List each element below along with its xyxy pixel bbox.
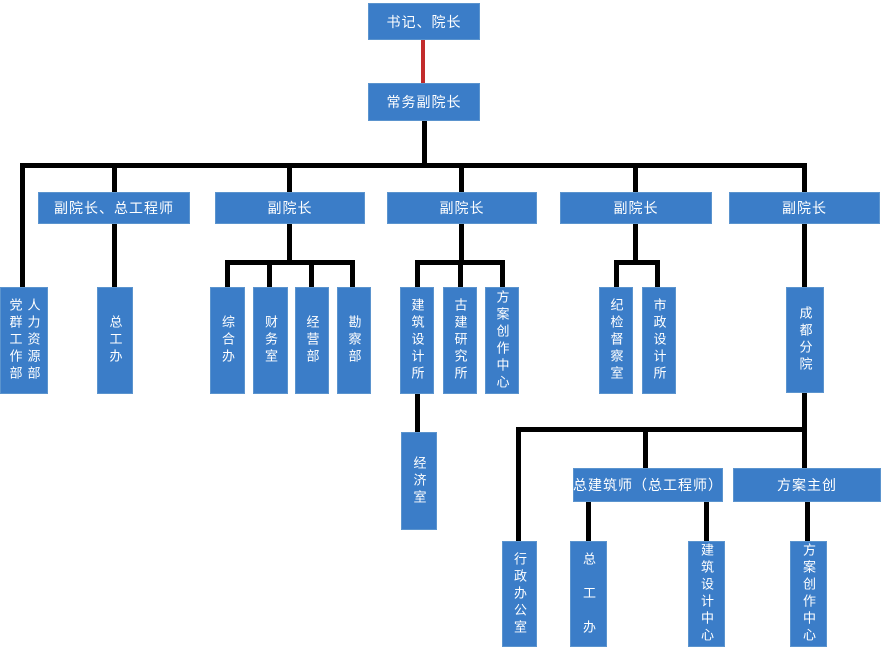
node-business-dept-label: 经营部 — [304, 315, 320, 366]
node-vice-dean-2-label: 副院长 — [267, 200, 313, 216]
connector-vd2-feeder — [287, 224, 292, 262]
node-chengdu-branch: 成都分院 — [786, 287, 824, 393]
connector-bus-vd4 — [614, 260, 660, 265]
node-finance-office-label: 财务室 — [263, 315, 278, 366]
node-vice-dean-5-label: 副院长 — [782, 200, 827, 216]
connector-bus-level2 — [20, 163, 807, 168]
node-ancient-architecture-institute-label: 古建研究所 — [452, 298, 468, 383]
node-vice-dean-5: 副院长 — [729, 192, 880, 224]
node-admin-office: 行政办公室 — [502, 541, 537, 647]
node-ancient-architecture-institute: 古建研究所 — [443, 287, 477, 394]
connector-chengdu-feeder — [802, 393, 807, 427]
node-finance-office: 财务室 — [253, 287, 288, 394]
connector-drop-admin-office — [516, 432, 521, 541]
node-discipline-inspection-office-label: 纪检督察室 — [608, 298, 624, 383]
node-municipal-design-institute-label: 市政设计所 — [651, 298, 667, 383]
node-economy-office-label: 经济室 — [411, 455, 427, 507]
node-party-masses-dept-label: 党群工作部 — [7, 298, 23, 383]
node-municipal-design-institute: 市政设计所 — [642, 287, 676, 394]
connector-drop-vice-dean-1 — [112, 168, 117, 192]
node-vice-dean-chief-engineer: 副院长、总工程师 — [38, 192, 190, 224]
node-discipline-inspection-office: 纪检督察室 — [599, 287, 633, 394]
connector-drop-scheme-chief-creator — [802, 432, 807, 468]
node-admin-office-label: 行政办公室 — [512, 551, 527, 637]
node-party-masses-hr-dept: 党群工作部 人力资源部 — [0, 287, 48, 394]
node-chief-architect-label: 总建筑师（总工程师） — [573, 477, 723, 493]
node-chief-engineer-office-chengdu: 总 工 办 — [570, 541, 607, 647]
connector-drop-business-dept — [309, 265, 314, 287]
node-general-office-label: 综合办 — [220, 315, 235, 366]
node-secretary-dean: 书记、院长 — [368, 3, 480, 40]
connector-drop-architecture-design-institute — [415, 265, 420, 287]
connector-schemechief-scheme-creation-center-chengdu — [805, 502, 810, 541]
connector-vd1-chief-engineer-office — [112, 224, 117, 287]
connector-vd3-feeder — [459, 224, 464, 262]
connector-vd4-feeder — [633, 224, 638, 262]
node-chief-engineer-office-chengdu-label: 总 工 办 — [581, 551, 596, 637]
connector-drop-vice-dean-5 — [802, 168, 807, 192]
connector-drop-general-office — [225, 265, 230, 287]
node-executive-vice-dean-label: 常务副院长 — [386, 94, 462, 110]
connector-drop-survey-dept — [350, 265, 355, 287]
node-chief-engineer-office-label: 总工办 — [107, 315, 123, 366]
node-vice-dean-3-label: 副院长 — [439, 200, 485, 216]
node-scheme-chief-creator-label: 方案主创 — [777, 477, 837, 493]
connector-chiefarch-chief-engineer-office-chengdu — [586, 502, 591, 541]
node-chief-engineer-office: 总工办 — [97, 287, 133, 394]
node-chief-architect: 总建筑师（总工程师） — [573, 468, 723, 502]
connector-drop-scheme-creation-center — [500, 265, 505, 287]
node-architecture-design-institute-label: 建筑设计所 — [409, 298, 425, 383]
connector-drop-ancient-architecture-institute — [458, 265, 463, 287]
node-vice-dean-4-label: 副院长 — [613, 200, 659, 216]
node-scheme-chief-creator: 方案主创 — [733, 468, 881, 502]
node-scheme-creation-center: 方案创作中心 — [485, 287, 519, 394]
connector-drop-municipal-design-institute — [655, 265, 660, 287]
connector-drop-vice-dean-4 — [633, 168, 638, 192]
node-survey-dept-label: 勘察部 — [346, 315, 362, 366]
connector-drop-chief-architect — [643, 432, 648, 468]
node-hr-dept-label: 人力资源部 — [25, 298, 41, 383]
node-vice-dean-3: 副院长 — [387, 192, 537, 224]
connector-drop-vice-dean-2 — [287, 168, 292, 192]
node-scheme-creation-center-chengdu: 方案创作中心 — [790, 541, 827, 647]
node-architecture-design-institute: 建筑设计所 — [400, 287, 434, 394]
node-vice-dean-2: 副院长 — [215, 192, 365, 224]
node-scheme-creation-center-chengdu-label: 方案创作中心 — [801, 543, 816, 645]
connector-executive-feeder — [422, 121, 427, 165]
connector-bus-vd2 — [225, 260, 355, 265]
node-survey-dept: 勘察部 — [337, 287, 371, 394]
node-business-dept: 经营部 — [295, 287, 329, 394]
node-chengdu-branch-label: 成都分院 — [797, 306, 813, 374]
connector-drop-party-hr — [20, 168, 25, 287]
node-general-office: 综合办 — [210, 287, 245, 394]
node-vice-dean-4: 副院长 — [560, 192, 712, 224]
node-secretary-dean-label: 书记、院长 — [386, 13, 462, 30]
connector-vd5-chengdu-branch — [802, 224, 807, 287]
connector-bus-vd3 — [415, 260, 505, 265]
node-vice-dean-chief-engineer-label: 副院长、总工程师 — [54, 200, 174, 216]
node-executive-vice-dean: 常务副院长 — [368, 83, 480, 121]
connector-drop-vice-dean-3 — [459, 168, 464, 192]
connector-drop-finance-office — [267, 265, 272, 287]
connector-archinst-economy-office — [415, 393, 420, 432]
node-architecture-design-center-label: 建筑设计中心 — [699, 543, 714, 645]
connector-bus-chengdu — [516, 427, 807, 432]
connector-chiefarch-architecture-design-center — [704, 502, 709, 541]
connector-root-executive — [421, 40, 425, 83]
node-economy-office: 经济室 — [401, 432, 437, 530]
node-scheme-creation-center-label: 方案创作中心 — [494, 289, 510, 392]
node-architecture-design-center: 建筑设计中心 — [688, 541, 725, 647]
connector-drop-discipline-inspection-office — [614, 265, 619, 287]
